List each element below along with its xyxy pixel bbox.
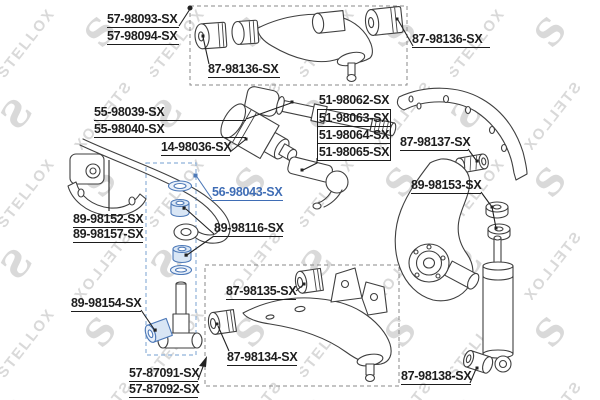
part-label-89-98154[interactable]: 89-98154-SX: [71, 296, 142, 312]
dashed-box-lower-arm: [204, 264, 400, 387]
part-label-87-98134[interactable]: 87-98134-SX: [227, 350, 298, 366]
tie-rod-end-drawing: [287, 156, 349, 210]
part-label-57-87092[interactable]: 57-87092-SX: [129, 382, 200, 398]
bushing-87-98138-drawing: [463, 349, 494, 374]
part-label-57-98094[interactable]: 57-98094-SX: [107, 29, 179, 45]
part-label-87-98135[interactable]: 87-98135-SX: [226, 284, 297, 300]
part-label-55-98039[interactable]: 55-98039-SX: [94, 105, 246, 121]
steering-knuckle-drawing: [394, 158, 480, 302]
part-label-89-98152[interactable]: 89-98152-SX: [73, 212, 144, 228]
part-label-87-98138[interactable]: 87-98138-SX: [401, 369, 472, 385]
part-label-51-98065[interactable]: 51-98065-SX: [317, 144, 391, 161]
part-label-87-98136-right[interactable]: 87-98136-SX: [412, 32, 490, 48]
shock-absorber-drawing: [482, 235, 514, 373]
part-label-89-98116[interactable]: 89-98116-SX: [214, 221, 284, 237]
stabilizer-link-drawing: [144, 180, 203, 349]
part-label-87-98137[interactable]: 87-98137-SX: [400, 135, 471, 151]
stabilizer-bracket-drawing: [67, 153, 147, 217]
dashed-box-upper-arm: [189, 5, 408, 86]
part-label-group-51-9806x[interactable]: 51-98062-SX 51-98063-SX 51-98064-SX 51-9…: [317, 93, 391, 161]
part-label-55-98040[interactable]: 55-98040-SX: [94, 122, 246, 138]
part-label-57-87091[interactable]: 57-87091-SX: [129, 366, 200, 382]
part-label-89-98153[interactable]: 89-98153-SX: [411, 178, 482, 194]
part-label-57-98093[interactable]: 57-98093-SX: [107, 12, 179, 28]
part-label-51-98063[interactable]: 51-98063-SX: [317, 110, 391, 127]
bushing-87-98136-drawing: [364, 6, 404, 36]
torsion-arm-drawing: [396, 87, 528, 181]
part-label-51-98064[interactable]: 51-98064-SX: [317, 127, 391, 144]
part-label-51-98062[interactable]: 51-98062-SX: [317, 93, 391, 110]
part-label-89-98157[interactable]: 89-98157-SX: [73, 227, 144, 243]
part-label-14-98036[interactable]: 14-98036-SX: [161, 140, 232, 156]
control-arm-bushing-14-98036-drawing: [220, 103, 298, 162]
dashed-box-stab-link: [145, 162, 197, 356]
part-label-87-98136-box[interactable]: 87-98136-SX: [208, 62, 280, 78]
part-label-56-98043[interactable]: 56-98043-SX: [212, 185, 283, 201]
inner-tie-rod-drawing: [244, 86, 397, 137]
stabilizer-bar-drawing: [79, 138, 231, 244]
